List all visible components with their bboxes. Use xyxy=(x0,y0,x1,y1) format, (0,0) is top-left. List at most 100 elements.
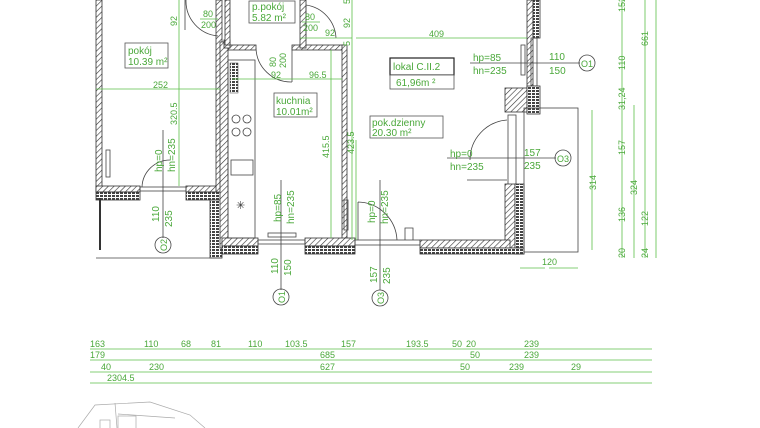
dimension-label: O3 xyxy=(376,292,386,304)
unit-area: 61,96m ² xyxy=(396,78,436,89)
window-tag-circle xyxy=(578,54,596,72)
dimension-label: 80 xyxy=(203,9,213,19)
pokoj-left-wall xyxy=(95,0,103,193)
door-swing xyxy=(467,119,508,181)
window-tag-circle xyxy=(272,288,290,306)
dimension-label: 235 xyxy=(524,161,541,172)
living-right-wall-bottom xyxy=(504,183,516,249)
window-tag-circle xyxy=(371,289,389,307)
dimension-label: 324 xyxy=(629,180,639,195)
radiator-icon xyxy=(105,149,111,178)
dimension-label: 5 xyxy=(342,0,352,4)
pokoj-bottom-insulation-right xyxy=(185,191,223,201)
dimension-label: 230 xyxy=(149,362,164,372)
living-right-insulation-top xyxy=(532,0,541,39)
dimension-label: 96.5 xyxy=(309,70,327,80)
ventilation-duct xyxy=(229,62,239,94)
room-name: p.pokój xyxy=(252,2,284,13)
dimension-label: 157 xyxy=(341,339,356,349)
dimension-label: 103.5 xyxy=(285,339,308,349)
dimension-label: 136 xyxy=(617,207,627,222)
dimension-label: 81 xyxy=(211,339,221,349)
dimension-label: 235 xyxy=(382,267,393,284)
radiator-icon xyxy=(267,232,297,238)
dimension-label: 157 xyxy=(617,140,627,155)
dimension-label: 29 xyxy=(571,362,581,372)
window-callout-o3-living: hp=0 hn=235 157 235 O3 xyxy=(367,190,393,307)
living-bottom-insulation xyxy=(419,247,525,255)
dimension-label: O1 xyxy=(277,291,287,303)
dimension-lines xyxy=(90,0,657,384)
radiator-icon xyxy=(343,199,349,231)
dimension-label: hp=0 xyxy=(450,149,473,160)
balcony-door xyxy=(507,114,517,186)
light-icon: ✳ xyxy=(236,200,245,212)
dimension-label: 80 xyxy=(268,57,278,67)
dimension-label: 627 xyxy=(320,362,335,372)
dimension-label: 152 xyxy=(617,0,627,12)
dimension-label: hn=235 xyxy=(167,138,178,172)
bottom-dimension-labels: 163 110 68 81 110 103.5 157 193.5 50 20 … xyxy=(90,339,581,383)
dimension-label: 80 xyxy=(305,12,315,22)
dimension-label: 415.5 xyxy=(321,135,331,158)
dimension-label: 157 xyxy=(369,266,380,283)
radiator-icon xyxy=(520,44,526,76)
dimension-label: 320.5 xyxy=(169,102,179,125)
dimension-label: 92 xyxy=(325,28,335,38)
site-plan-thumbnail xyxy=(77,401,206,428)
dimension-label: 239 xyxy=(524,339,539,349)
dimension-label: 110 xyxy=(144,339,158,349)
room-area: 10.39 m² xyxy=(128,57,168,68)
dimension-label: 200 xyxy=(303,23,318,33)
living-bottom-wall xyxy=(419,239,511,249)
dimension-label: 20 xyxy=(617,248,627,258)
dimension-label: 193.5 xyxy=(406,339,429,349)
dimension-label: hn=235 xyxy=(380,190,391,224)
kitchen-fixtures: ✳ xyxy=(105,44,526,239)
room-name: pokój xyxy=(128,46,152,57)
dimension-label: 92 xyxy=(169,16,179,26)
dimension-label: 661 xyxy=(640,31,650,46)
dimension-label: 20 xyxy=(466,339,476,349)
right-dimension-labels: 314 152 110 31,24 157 136 20 324 661 122… xyxy=(588,0,650,258)
dimension-label: 252 xyxy=(153,80,168,90)
dimension-label: 31,24 xyxy=(617,87,627,110)
window-tag-circle xyxy=(554,149,572,167)
dimension-label: 24 xyxy=(640,248,650,258)
kitchen-left-wall xyxy=(219,41,229,249)
kitchen-insulation-left xyxy=(221,245,259,255)
dimension-label: 150 xyxy=(283,259,294,276)
kitchen-insulation-right xyxy=(304,245,356,255)
dimension-label: 68 xyxy=(181,339,191,349)
window-callout-o1-right: hp=85 hn=235 110 150 O1 xyxy=(473,52,596,77)
room-name: pok.dzienny xyxy=(372,118,425,129)
room-area: 10.01m² xyxy=(276,107,313,118)
dimension-label: 239 xyxy=(524,350,539,360)
living-insulation-step xyxy=(526,85,541,115)
dimension-label: 92 xyxy=(271,70,281,80)
dimension-label: 110 xyxy=(617,56,627,70)
dimension-label: 110 xyxy=(248,339,262,349)
window-tag-circle xyxy=(154,236,172,254)
dimension-label: 40 xyxy=(101,362,111,372)
dimension-label: hn=235 xyxy=(286,190,297,224)
dimension-label: 110 xyxy=(549,52,565,63)
dimension-label: 200 xyxy=(278,53,288,68)
door-swing xyxy=(255,47,293,83)
dimension-label: 5 xyxy=(342,41,352,46)
dimension-label: O1 xyxy=(581,59,593,69)
kitchen-window xyxy=(257,239,306,245)
dimension-label: 122 xyxy=(640,211,650,226)
dimension-label: 120 xyxy=(542,257,557,267)
dimension-label: hp=0 xyxy=(154,149,165,172)
hob-burner-icon xyxy=(231,114,241,124)
window-callout-o3-right: hp=0 hn=235 157 235 O3 xyxy=(450,148,572,173)
dimension-label: hn=235 xyxy=(450,162,484,173)
living-right-insulation-bottom xyxy=(514,183,525,255)
living-right-wall-top xyxy=(526,0,534,93)
interior-dimension-labels: 92 92 92 92 5 5 409 252 320.5 96.5 415.5… xyxy=(153,0,557,267)
kitchen-top-wall-left xyxy=(227,44,257,51)
dimension-label: O3 xyxy=(557,154,569,164)
door-swing xyxy=(184,0,219,37)
